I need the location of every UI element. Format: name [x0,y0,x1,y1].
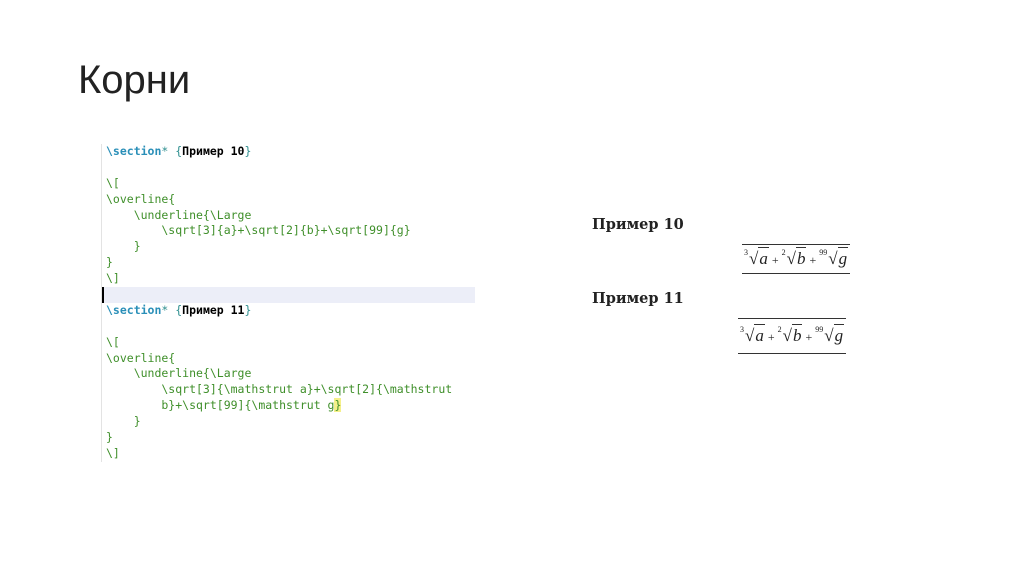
radicand: g [837,247,849,268]
code-text: * { [161,302,183,317]
root-index: 2 [777,325,782,334]
latex-code-editor[interactable]: \section* {Пример 10}\[\overline{ \under… [101,144,475,462]
section-title: Пример 10 [182,144,245,158]
code-text: \sqrt[3]{\mathstrut a}+\sqrt[2]{\mathstr… [106,382,453,397]
nth-root: 2√b [782,247,807,270]
code-text: \[ [106,175,120,190]
formula: 3√a+2√b+99√g [738,318,847,354]
code-text: \overline{ [106,191,176,206]
code-line[interactable]: \[ [102,335,475,351]
code-line[interactable]: \section* {Пример 10} [102,144,475,160]
radical-sign-icon: √ [828,249,838,268]
current-line[interactable] [102,287,475,303]
section-command: \section [106,302,162,317]
radicand: a [758,247,769,268]
code-text: \[ [106,334,120,349]
code-line[interactable]: } [102,414,475,430]
code-text: } [106,430,113,445]
section-heading: Пример 10 [592,216,684,233]
code-text: } [244,144,252,158]
radical-sign-icon: √ [824,326,834,345]
section-heading: Пример 11 [592,290,684,307]
code-line[interactable]: \] [102,271,475,287]
code-text: } [244,302,252,317]
radical-sign-icon: √ [745,326,755,345]
matched-brace: } [334,398,342,413]
radicand: g [833,324,845,345]
plus-sign: + [771,253,779,267]
slide-title: Корни [78,58,191,102]
code-line[interactable]: } [102,255,475,271]
code-text: \underline{\Large [106,207,252,222]
code-text: \underline{\Large [106,366,252,381]
code-text: } [106,414,141,429]
code-line[interactable]: } [102,239,475,255]
radicand: b [795,247,807,268]
nth-root: 2√b [778,324,803,347]
plus-sign: + [809,253,817,267]
nth-root: 99√g [815,324,845,347]
code-line[interactable]: \section* {Пример 11} [102,303,475,319]
code-text: \] [106,445,120,460]
root-index: 99 [819,248,828,257]
code-line[interactable]: \overline{ [102,351,475,367]
code-text: b}+\sqrt[99]{\mathstrut g [106,398,335,413]
code-line[interactable]: \overline{ [102,192,475,208]
code-text: } [106,255,113,270]
code-line[interactable]: b}+\sqrt[99]{\mathstrut g} [102,398,475,414]
radical-sign-icon: √ [749,249,759,268]
nth-root: 3√a [744,247,769,270]
code-text: \sqrt[3]{a}+\sqrt[2]{b}+\sqrt[99]{g} [106,223,411,238]
code-text: \overline{ [106,350,176,365]
root-index: 99 [815,325,824,334]
formula: 3√a+2√b+99√g [742,244,851,274]
code-line[interactable]: \underline{\Large [102,208,475,224]
code-line[interactable]: \underline{\Large [102,366,475,382]
section-command: \section [106,144,162,158]
nth-root: 3√a [740,324,765,347]
radicand: b [791,324,803,345]
code-text: } [106,239,141,254]
root-index: 2 [781,248,786,257]
radicand: a [754,324,765,345]
plus-sign: + [805,330,813,344]
code-line[interactable]: \[ [102,176,475,192]
code-line[interactable] [102,160,475,176]
code-text: * { [161,144,183,158]
plus-sign: + [767,330,775,344]
section-title: Пример 11 [182,302,245,317]
root-index: 3 [740,325,744,334]
root-index: 3 [744,248,748,257]
code-text: \] [106,271,120,286]
radical-sign-icon: √ [786,249,796,268]
code-line[interactable]: \sqrt[3]{a}+\sqrt[2]{b}+\sqrt[99]{g} [102,223,475,239]
code-line[interactable]: } [102,430,475,446]
radical-sign-icon: √ [782,326,792,345]
nth-root: 99√g [819,247,849,270]
code-line[interactable]: \sqrt[3]{\mathstrut a}+\sqrt[2]{\mathstr… [102,382,475,398]
code-line[interactable] [102,319,475,335]
code-line[interactable]: \] [102,446,475,462]
